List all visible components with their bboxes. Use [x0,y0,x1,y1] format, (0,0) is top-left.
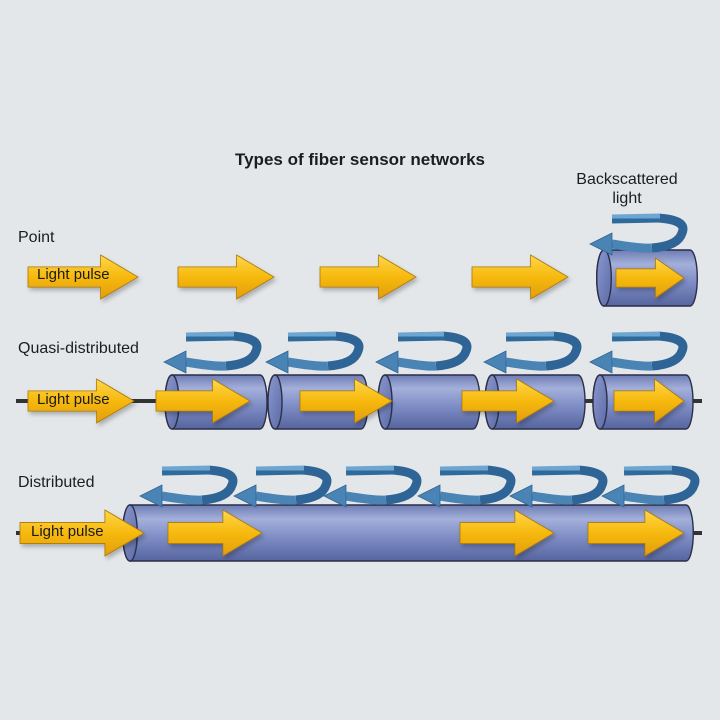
pulse-arrow-quasi-4 [461,378,555,424]
pulse-arrow-distributed-3 [459,509,555,557]
backscatter-arrow-quasi-2 [265,331,364,374]
row-label-distributed: Distributed [18,474,95,491]
backscatter-arrow-point [589,213,688,256]
diagram-title: Types of fiber sensor networks [234,150,486,169]
pulse-arrow-quasi-2 [155,378,251,424]
backscatter-arrow-distributed-6 [601,465,700,508]
light-pulse-arrow-distributed [19,509,145,557]
backscatter-arrow-distributed-2 [233,465,332,508]
backscatter-arrow-quasi-5 [589,331,688,374]
pulse-arrow-distributed-4 [587,509,685,557]
backscattered-label-line1: Backscattered [576,171,678,188]
pulse-arrow-distributed-2 [167,509,263,557]
row-label-point: Point [18,229,55,246]
light-pulse-arrow-quasi [27,378,135,424]
backscatter-arrow-distributed-5 [509,465,608,508]
backscattered-light-label: Backscattered light [572,170,682,208]
pulse-arrow-point-3 [319,254,417,300]
light-pulse-label-quasi: Light pulse [37,391,110,408]
light-pulse-label-point: Light pulse [37,266,110,283]
backscatter-arrow-distributed-3 [323,465,422,508]
pulse-arrow-quasi-5 [613,378,685,424]
backscatter-arrow-quasi-4 [483,331,582,374]
pulse-arrow-point-sensor [615,257,685,299]
backscatter-arrow-distributed-1 [139,465,238,508]
backscatter-arrow-quasi-1 [163,331,262,374]
light-pulse-label-distributed: Light pulse [31,523,104,540]
backscatter-arrow-distributed-4 [417,465,516,508]
pulse-arrow-point-4 [471,254,569,300]
backscattered-label-line2: light [612,190,642,207]
pulse-arrow-point-2 [177,254,275,300]
pulse-arrow-quasi-3 [299,378,393,424]
light-pulse-arrow-point [27,254,139,300]
row-label-quasi-distributed: Quasi-distributed [18,340,139,357]
backscatter-arrow-quasi-3 [375,331,472,374]
